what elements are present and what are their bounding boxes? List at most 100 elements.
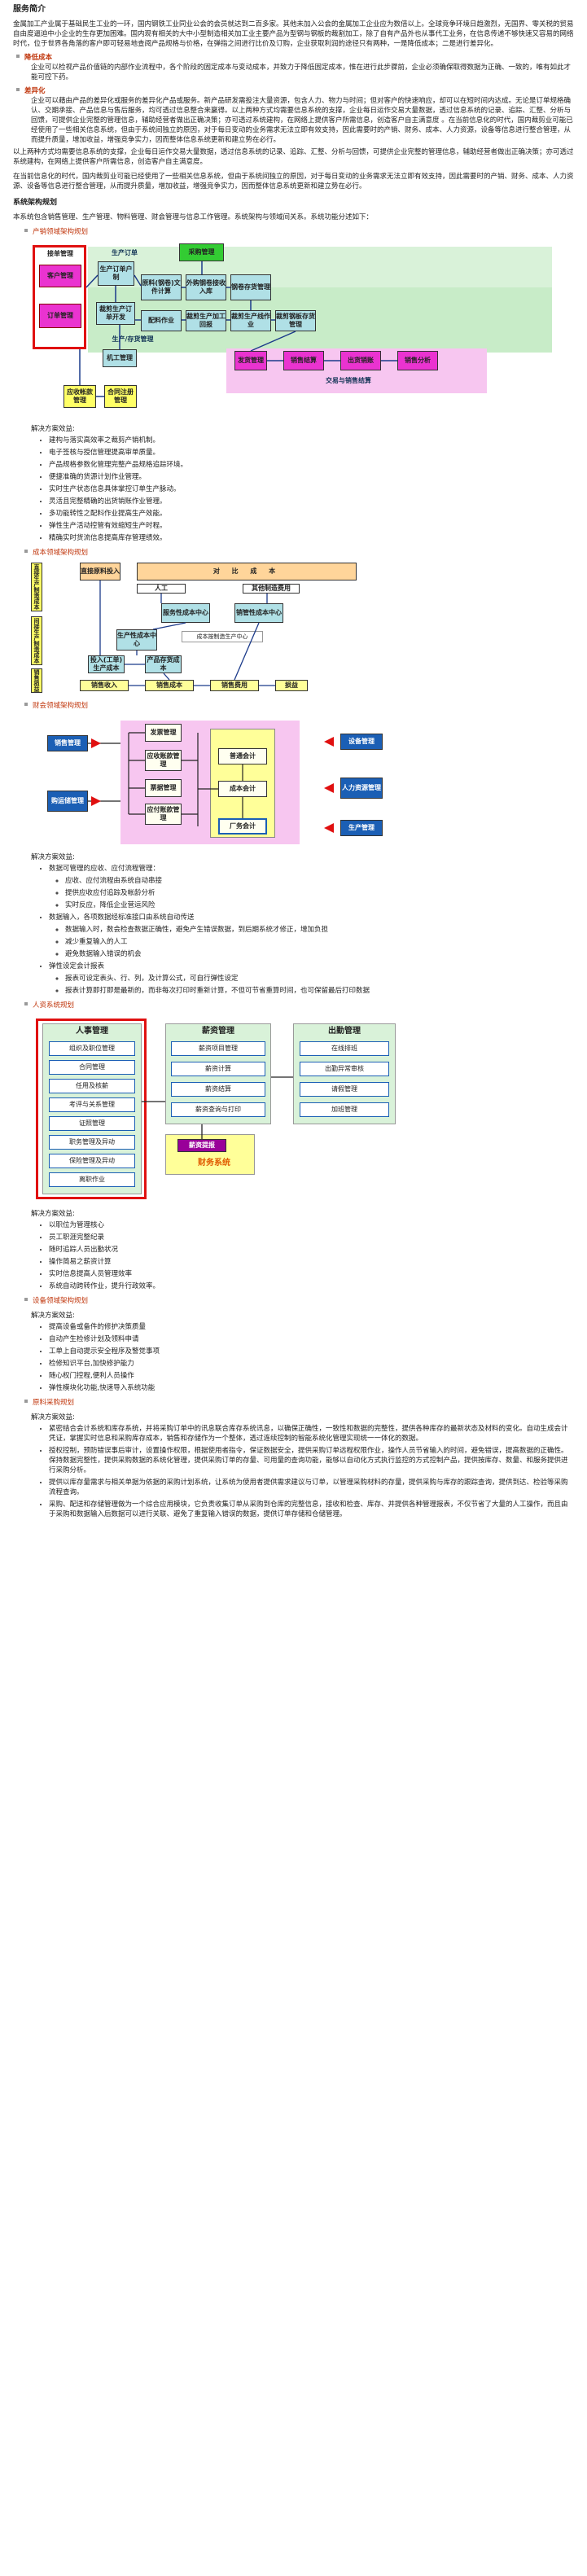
ap-box: 应付账款管理: [145, 804, 182, 825]
list-item: 弹性模块化功能,快速导入系统功能: [49, 1383, 574, 1393]
list-item: 随时追踪人员出勤状况: [49, 1245, 574, 1255]
cost-side-left: 直接生产制造成本: [31, 563, 42, 611]
sub-diff-label: 差异化: [24, 87, 46, 95]
bill-box: 票据管理: [145, 779, 182, 797]
list-item: 数据输入，各项数据经标准接口由系统自动传送数据输入时，数会检查数据正确性，避免产…: [49, 913, 574, 959]
diagram-item-box: 证照管理: [49, 1116, 135, 1131]
cost-acct-box: 成本会计: [218, 781, 267, 797]
intro-para-1: 金属加工产业属于基础民生工业的一环，国内钢铁工业同业公会的会员就达到二百多家。其…: [13, 20, 574, 48]
purchase-receive-box: 外购钢卷接收入库: [186, 274, 226, 300]
prod-order-title: 生产订单: [112, 249, 138, 256]
list-item: 数据可管理的应收、应付流程管理： 应收、应付流程由系统自动串接提供应收应付追踪及帐…: [49, 864, 574, 910]
invoice-box: 发票管理: [145, 724, 182, 742]
diagram-item-box: 考评与关系管理: [49, 1097, 135, 1112]
service-center-box: 服务性成本中心: [161, 603, 210, 623]
sales-cost-box: 销售成本: [145, 680, 194, 691]
bullet-icon: [16, 55, 20, 58]
sub-list-item: 报表可设定表头、行、列，及计算公式，可自行弹性设定: [65, 974, 574, 984]
list-item: 以职位为管理核心: [49, 1220, 574, 1230]
direct-material-box: 直接原料投入: [80, 563, 120, 580]
cost-diagram: 直接生产制造成本 间接生产制造成本 销售损益 直接原料投入 对 比 成 本 人工…: [31, 559, 487, 696]
list-item: 电子签核与授信管理提高审单质量。: [49, 448, 574, 458]
prod-line-box: 裁剪生产线作业: [230, 310, 271, 331]
bullet-icon: [24, 703, 28, 706]
list-item-title: 弹性设定会计报表: [49, 962, 105, 970]
bullet-icon: [16, 88, 20, 91]
hr-sol-label: 解决方案效益:: [31, 1210, 75, 1218]
equip-mgmt-box: 设备管理: [340, 734, 383, 750]
sub-list-item: 避免数据输入错误的机会: [65, 949, 574, 959]
page: 服务简介 金属加工产业属于基础民生工业的一环，国内钢铁工业同业公会的会员就达到二…: [0, 0, 587, 1532]
equip-sol-label: 解决方案效益:: [31, 1312, 75, 1320]
prod-report-box: 裁剪生产加工回报: [186, 310, 226, 331]
prod-stock-label: 生产/存货管理: [112, 335, 154, 343]
profit-box: 损益: [275, 680, 308, 691]
intro-title: 服务简介: [13, 5, 46, 14]
manage-center-box: 销管性成本中心: [234, 603, 283, 623]
hr-mgmt-box: 人力资源管理: [340, 778, 383, 799]
prod-arrows: [79, 261, 397, 397]
finance-sol-label: 解决方案效益:: [31, 853, 75, 861]
cost-side-bottom: 销售损益: [31, 668, 42, 693]
equip-benefit-list: 提高设备或备件的修护决策质量自动产生检修计划及领料申请工单上自动提示安全程序及警…: [13, 1322, 574, 1393]
sub-cost-down-text: 企业可以检视产品价值链的内部作业流程中，各个阶段的固定成本与变动成本，并致力于降…: [31, 64, 572, 81]
ar-box: 应收账款管理: [145, 750, 182, 771]
prod-diagram: 接单管理 客户管理 订单管理 生产订单 生产订单户制 采购管理 原料(钢卷)文件…: [31, 239, 552, 419]
procure-section-title: 原料采购规划: [21, 1398, 574, 1408]
material-op-box: 配料作业: [141, 310, 182, 331]
diagram-item-box: 薪资结算: [171, 1082, 265, 1097]
sub-cost-down: 降低成本: [13, 53, 574, 63]
list-item: 员工职涯完整纪录: [49, 1233, 574, 1242]
arch-text: 本系统包含销售管理、生产管理、物料管理、财会管理与信息工作管理。系统架构与领域间…: [13, 213, 374, 221]
labor-box: 人工: [137, 584, 186, 594]
bullet-icon: [24, 550, 28, 553]
out-invoice-box: 出货销账: [340, 351, 381, 370]
list-item: 随心权门控程,便利人员操作: [49, 1371, 574, 1381]
plant-acct-box: 厂务会计: [218, 818, 267, 835]
list-item: 多功能转性之配料作业提高生产效能。: [49, 509, 574, 519]
list-item: 实时信息提高人员管理效率: [49, 1269, 574, 1279]
trade-label: 交易与销售结算: [326, 377, 371, 384]
finished-stock-box: 裁剪钢板存货管理: [275, 310, 316, 331]
finance-sys-label: 财务系统: [198, 1159, 230, 1168]
order-mgmt-title: 接单管理: [47, 250, 73, 257]
list-item: 授权控制，预防错误事后审计，设置操作权限，根据使用者指令，保证数据安全，提供采购…: [49, 1446, 574, 1475]
sub-list-item: 报表计算即打即是最新的，而非每次打印时重新计算，不但可节省重算时间，也可保留最后…: [65, 986, 574, 996]
finance-arrows: [88, 732, 334, 833]
bullet-icon: [24, 1298, 28, 1301]
diagram-item-box: 组织及职位管理: [49, 1041, 135, 1056]
sub-list-item: 数据输入时，数会检查数据正确性，避免产生错误数据，到后期系统才修正，增加负担: [65, 925, 574, 935]
prod-section-title: 产销领域架构规划: [21, 227, 574, 237]
order-region: [33, 245, 86, 349]
diagram-item-box: 薪资项目管理: [171, 1041, 265, 1056]
sub-list: 应收、应付流程由系统自动串接提供应收应付追踪及帐龄分析实时反应，降低企业营运风险: [49, 876, 574, 910]
product-stock-box: 产品存货成本: [145, 655, 182, 673]
prod-schedule-box: 裁剪生产订单开发: [96, 302, 135, 325]
sales-mgmt-box: 销售管理: [47, 735, 88, 751]
bullet-icon: [24, 1400, 28, 1403]
hr-diagram: 人事管理 组织及职位管理合同管理任用及核薪考评与关系管理证照管理职务管理及异动保…: [31, 1012, 487, 1204]
intro-para-2: 以上两种方式均需要信息系统的支撑，企业每日运作交易大量数据，透过信息系统的记录、…: [13, 148, 574, 166]
ar-check-box: 应收帐款管理: [64, 385, 96, 408]
cost-section-title: 成本领域架构规划: [21, 548, 574, 558]
raw-stock-box: 钢卷存货管理: [230, 274, 271, 300]
list-item: 自动产生检修计划及领料申请: [49, 1334, 574, 1344]
list-item-title: 数据可管理的应收、应付流程管理：: [49, 865, 160, 873]
sub-list-item: 应收、应付流程由系统自动串接: [65, 876, 574, 886]
list-item: 紧密结合会计系统和库存系统，并将采购订单中的讯息联合库存系统讯息，以确保正确性，…: [49, 1424, 574, 1444]
hr-benefit-list: 以职位为管理核心员工职涯完整纪录随时追踪人员出勤状况操作简易之薪资计算实时信息提…: [13, 1220, 574, 1291]
diagram-item-box: 离职作业: [49, 1172, 135, 1187]
salary-submit-box: 薪资提报: [177, 1139, 226, 1152]
fixed-cost-box: 对 比 成 本: [137, 563, 357, 580]
sub-diff-text: 企业可以藉由产品的差异化或服务的差异化产品或服务。新产品研发需投注大量资源，包含…: [31, 97, 573, 144]
list-item: 精确实时货流信息提高库存管理绩效。: [49, 533, 574, 543]
equip-section-title: 设备领域架构规划: [21, 1296, 574, 1306]
diagram-item-box: 职务管理及异动: [49, 1135, 135, 1150]
sales-expense-box: 销售费用: [210, 680, 259, 691]
arch-title: 系统架构规划: [13, 199, 58, 207]
finance-diagram: 销售管理 购运储管理 发票管理 应收账款管理 票据管理 应付账款管理 普通会计 …: [31, 712, 487, 848]
list-item: 产品规格参数化管理完整产品规格追踪环境。: [49, 460, 574, 470]
sub-list-item: 提供应收应付追踪及帐龄分析: [65, 888, 574, 898]
diagram-item-box: 请假管理: [300, 1082, 389, 1097]
list-item: 弹性生产活动控管有效缩短生产时程。: [49, 521, 574, 531]
